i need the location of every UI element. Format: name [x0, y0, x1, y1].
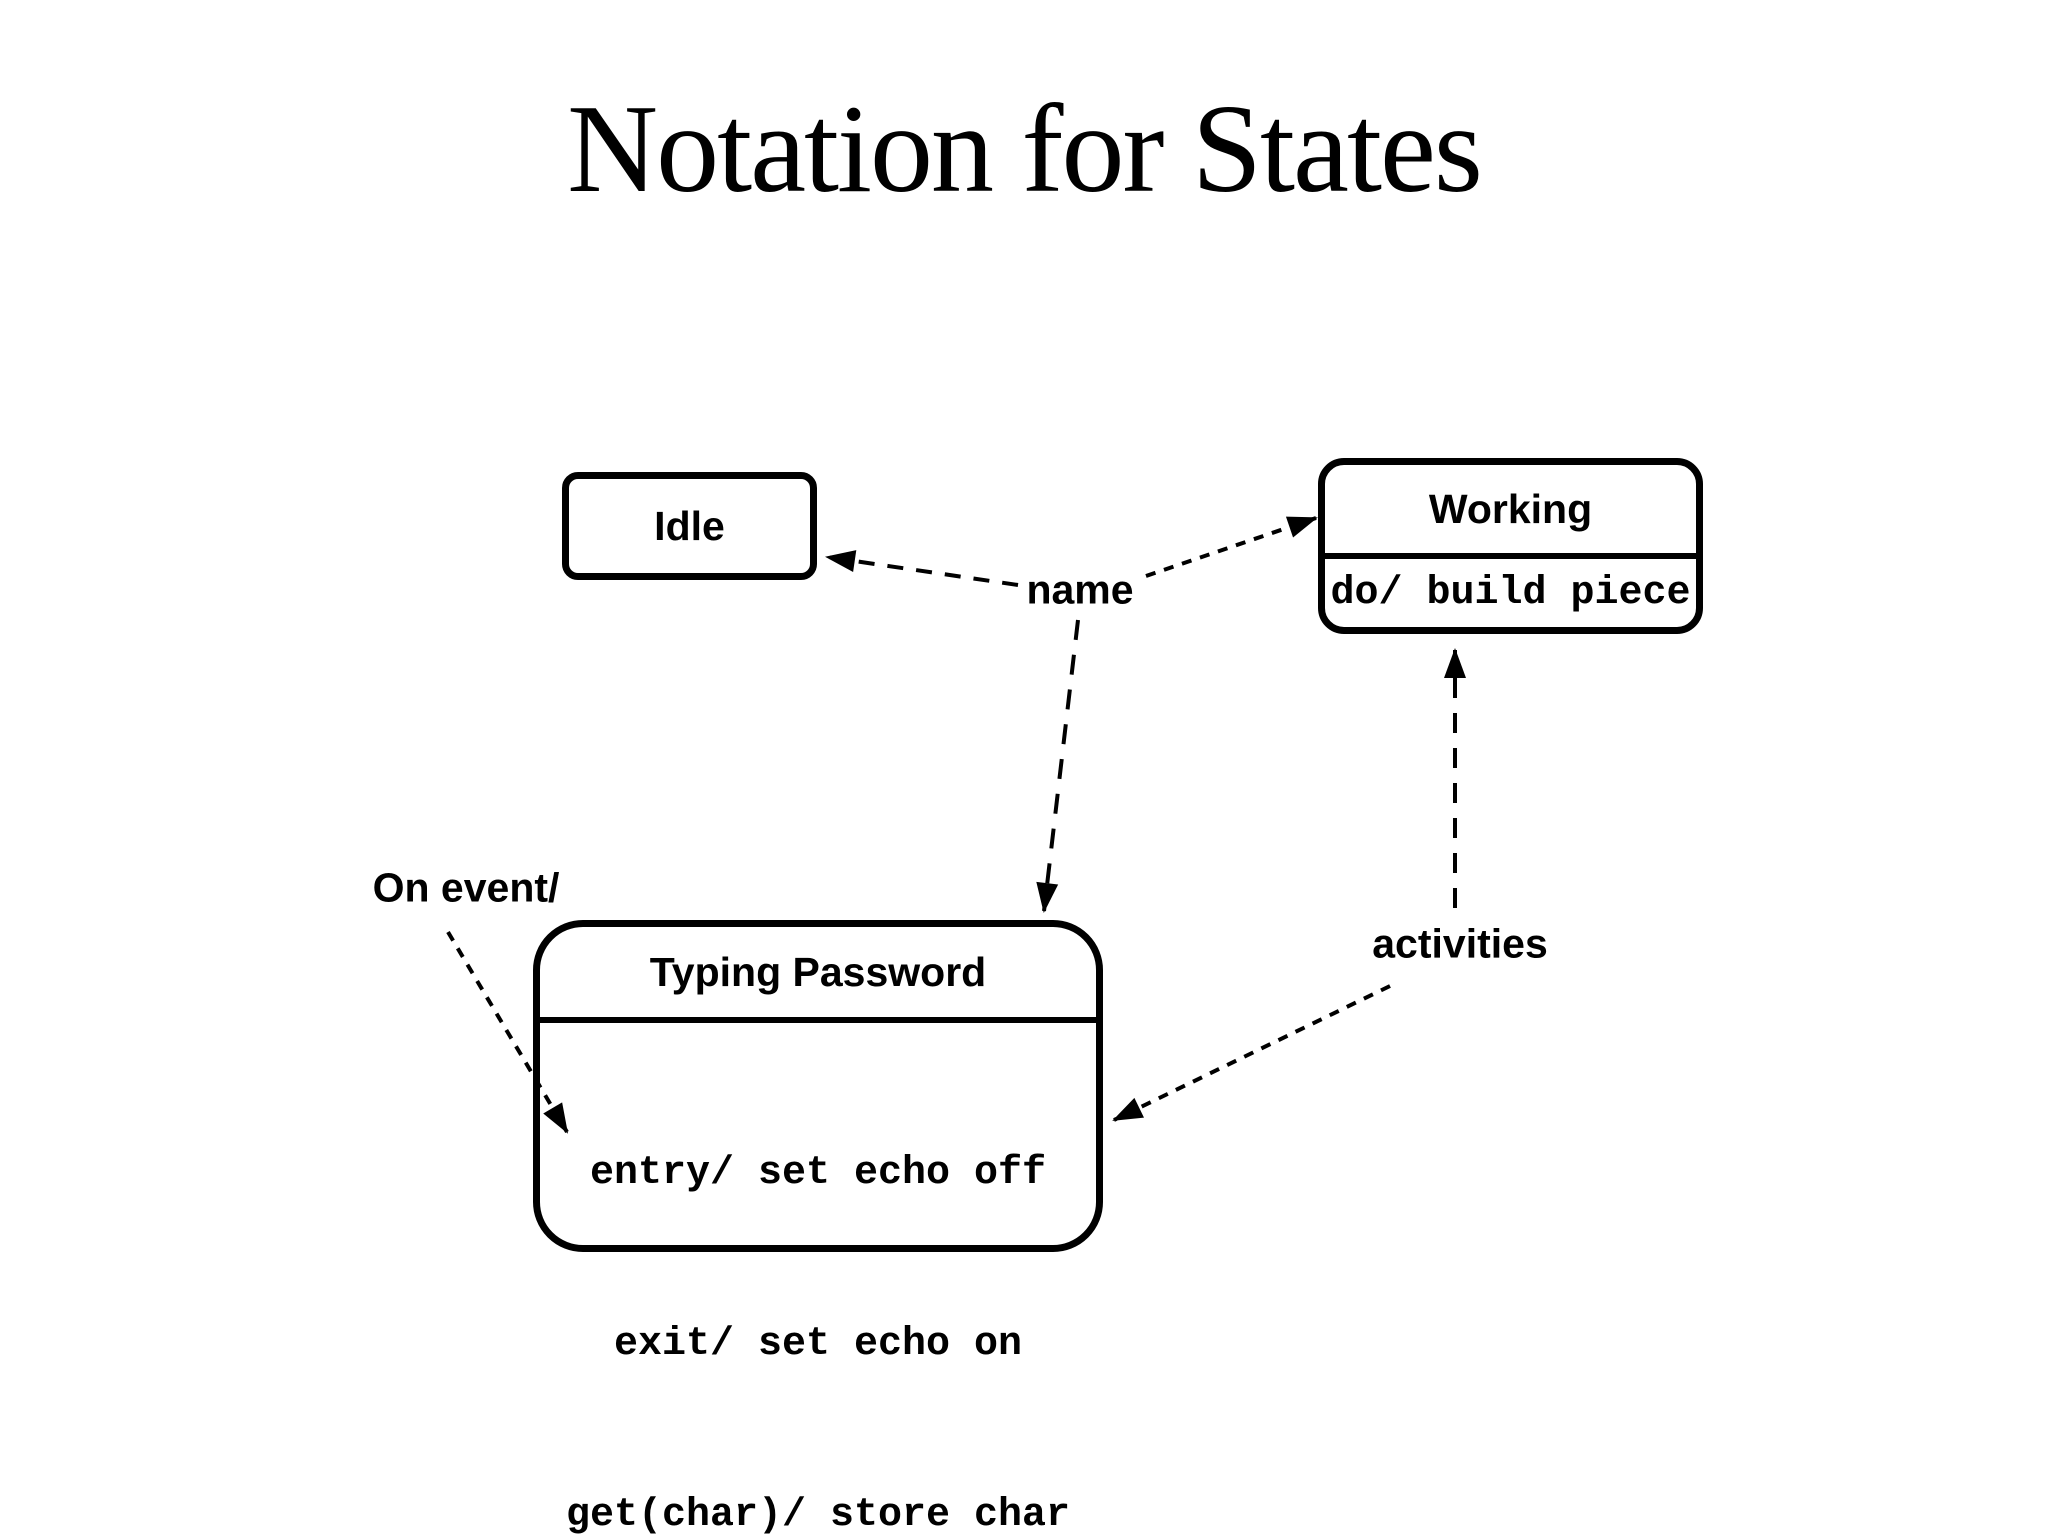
annotation-activities-label: activities — [1372, 920, 1548, 967]
state-name-working: Working — [1428, 485, 1593, 532]
state-activities-working: do/ build piece — [1325, 553, 1696, 627]
activity-line: exit/ set echo on — [613, 1322, 1023, 1367]
arrow-name-to-idle — [825, 550, 1019, 587]
slide-title: Notation for States — [567, 80, 1483, 219]
activity-line: get(char)/ store char — [565, 1493, 1071, 1536]
state-box-typing-password: Typing Password entry/ set echo off exit… — [533, 920, 1103, 1536]
state-box-idle: Idle — [562, 472, 817, 580]
arrow-name-to-working — [1145, 516, 1318, 578]
state-activities-typing-password: entry/ set echo off exit/ set echo on ge… — [540, 1017, 1096, 1536]
activity-line: entry/ set echo off — [589, 1151, 1047, 1196]
state-name-typing-password: Typing Password — [649, 948, 987, 995]
activity-line: do/ build piece — [1330, 570, 1691, 616]
annotation-name-label: name — [1026, 566, 1134, 613]
state-box-working: Working do/ build piece — [1318, 458, 1703, 634]
state-name-idle: Idle — [654, 502, 725, 549]
arrow-activities-to-typing-password — [1112, 984, 1391, 1122]
arrow-name-to-typing-password — [1036, 619, 1080, 913]
annotation-on-event-label: On event/ — [372, 864, 560, 911]
